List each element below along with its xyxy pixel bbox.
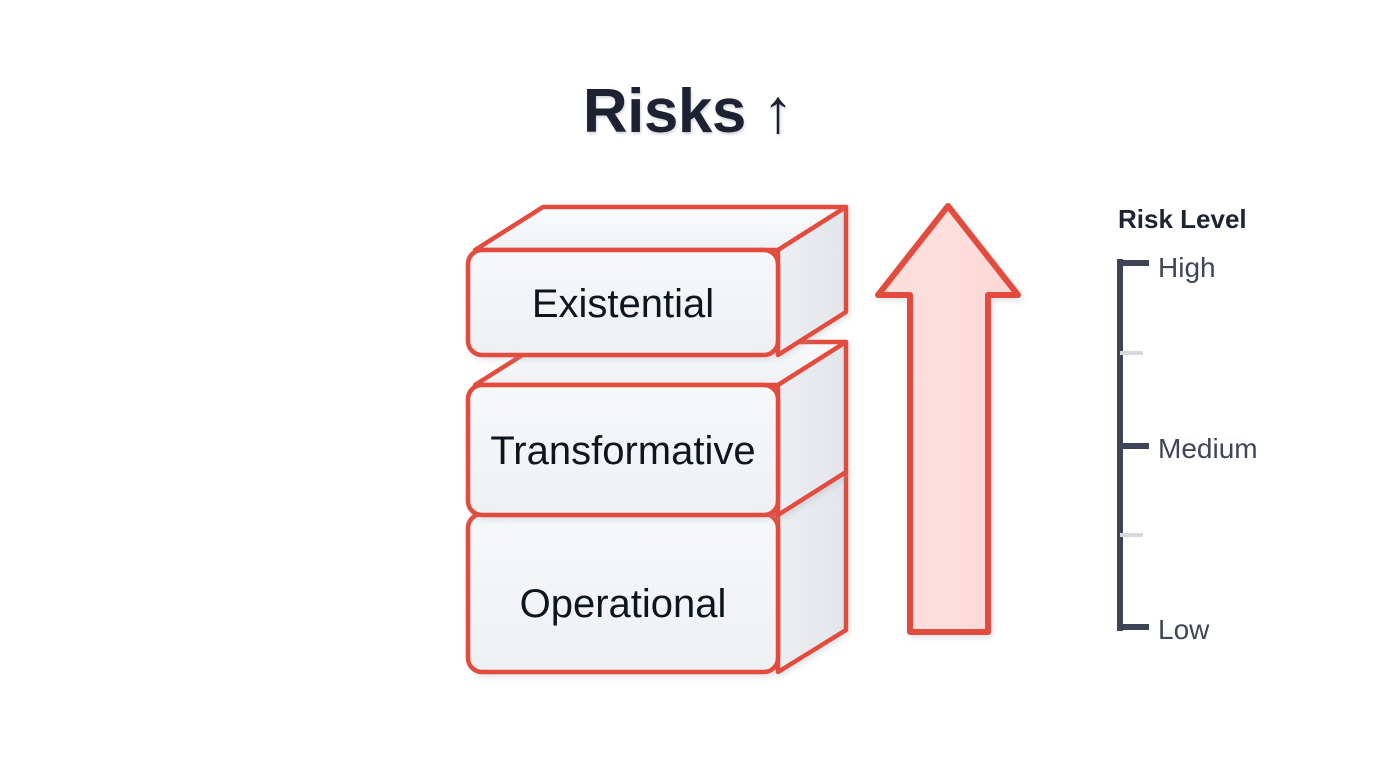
block-front-face [465,382,781,518]
risk-block-label-existential: Existential [532,282,714,326]
scale-label-high: High [1158,252,1216,283]
page-title-text: Risks ↑ [583,77,793,146]
block-front-face [465,247,781,358]
upward-risk-arrow [875,203,1021,635]
risk-level-scale-title: Risk Level [1118,204,1247,234]
risk-level-scale: Risk Level High Medium Low [1117,204,1258,645]
arrow-shape [875,203,1021,635]
risk-block-label-transformative: Transformative [490,429,755,473]
scale-label-medium: Medium [1158,433,1258,464]
risk-block-transformative[interactable]: Transformative [465,339,849,518]
risk-block-existential[interactable]: Existential [465,204,849,358]
page-title: Risks ↑ [583,77,794,146]
risk-block-label-operational: Operational [520,582,727,626]
scale-label-low: Low [1158,614,1210,645]
